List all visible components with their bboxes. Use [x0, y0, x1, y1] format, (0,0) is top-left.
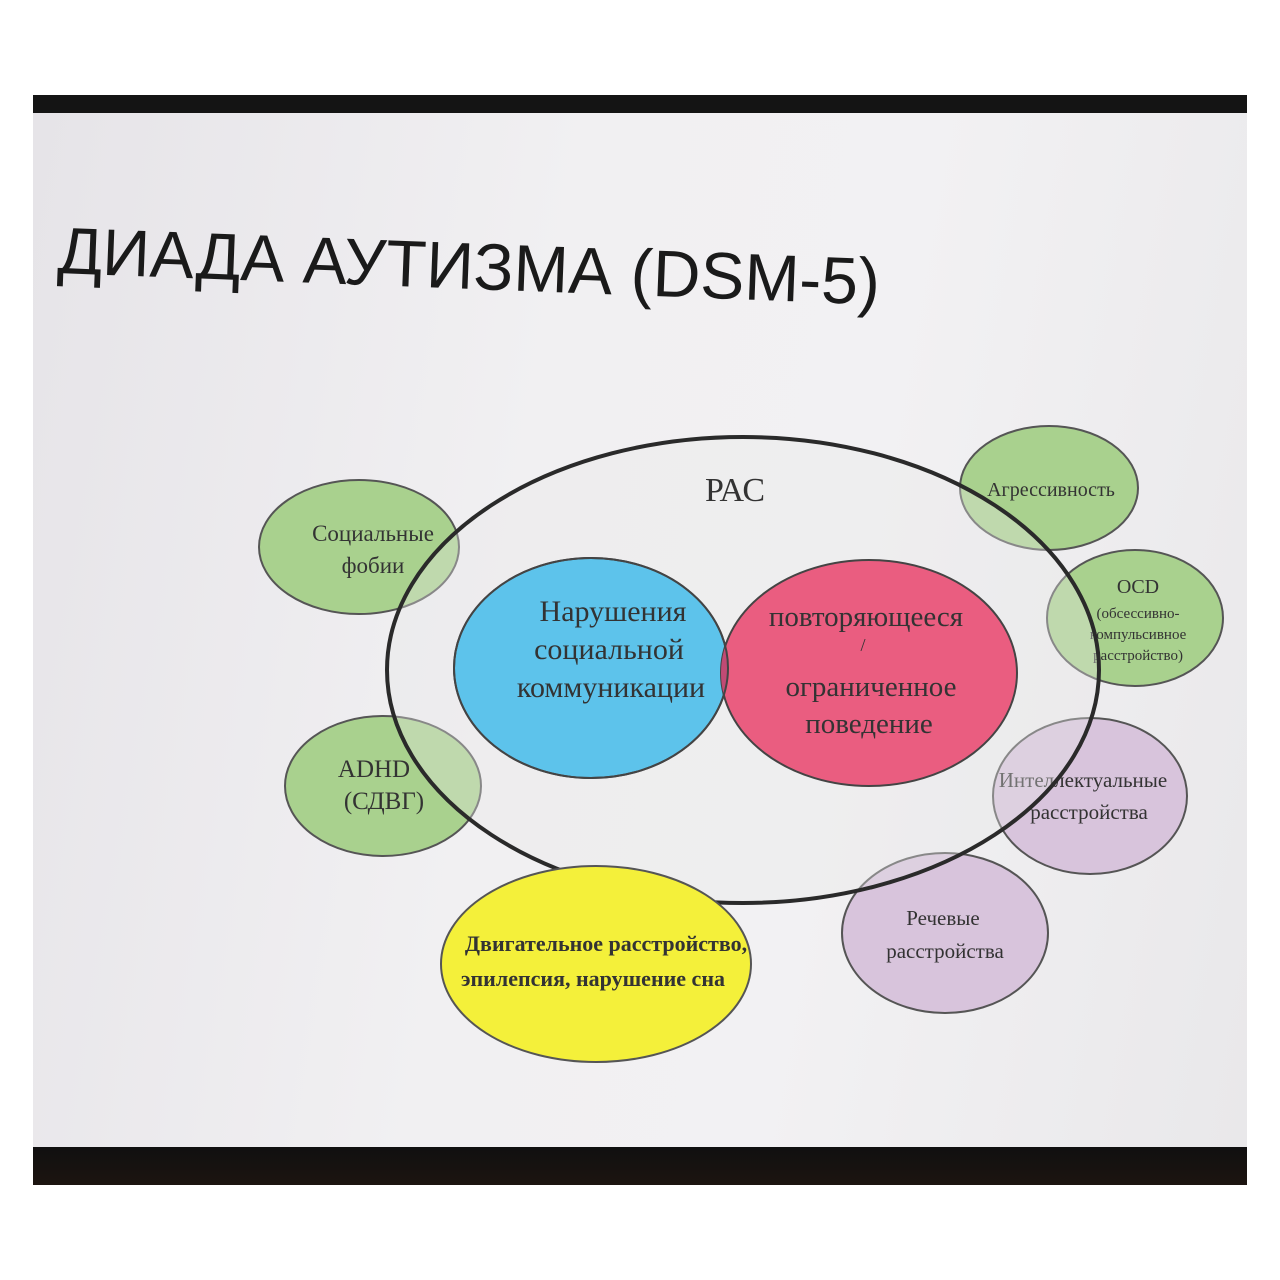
node-label-line: Двигательное расстройство,	[465, 931, 747, 956]
node-social-phobia: Социальные фобии	[258, 479, 460, 615]
node-label-line: Интеллектуальные	[999, 768, 1167, 792]
node-label-line: расстройства	[1030, 800, 1148, 824]
node-motor-epilepsy-sleep: Двигательное расстройство, эпилепсия, на…	[440, 865, 752, 1063]
node-label-line: Социальные	[312, 521, 434, 546]
slide-diagram: ДИАДА АУТИЗМА (DSM-5) Социальные фобии A…	[56, 213, 1224, 1063]
core-right-line: поведение	[805, 708, 933, 740]
core-right-line: /	[860, 635, 865, 655]
projector-bezel-bottom	[33, 1147, 1247, 1185]
ras-label: РАС	[705, 472, 765, 509]
core-social-communication	[453, 557, 729, 779]
photo-frame: ДИАДА АУТИЗМА (DSM-5) Социальные фобии A…	[33, 95, 1247, 1185]
node-label-line: эпилепсия, нарушение сна	[461, 966, 725, 991]
core-left-line: Нарушения	[540, 595, 687, 628]
node-speech: Речевые расстройства	[841, 852, 1049, 1014]
node-ocd: OCD (обсессивно- компульсивное расстройс…	[1046, 549, 1224, 687]
core-right-line: ограниченное	[785, 671, 956, 703]
node-label-line: (обсессивно-	[1097, 606, 1180, 622]
node-label-line: расстройство)	[1093, 648, 1183, 664]
node-adhd: ADHD (СДВГ)	[284, 715, 482, 857]
core-left-line: коммуникации	[517, 671, 705, 704]
projection-screen: ДИАДА АУТИЗМА (DSM-5) Социальные фобии A…	[33, 113, 1247, 1147]
node-label-line: OCD	[1117, 576, 1159, 598]
slide-title: ДИАДА АУТИЗМА (DSM-5)	[56, 213, 881, 319]
node-label-line: расстройства	[886, 939, 1004, 963]
projector-bezel-top	[33, 95, 1247, 113]
node-label-line: Агрессивность	[987, 479, 1115, 501]
node-label-line: компульсивное	[1090, 627, 1187, 643]
node-label-line: ADHD	[338, 756, 410, 783]
node-label-line: Речевые	[906, 906, 979, 930]
core-left-line: социальной	[534, 633, 684, 666]
node-label-line: фобии	[342, 553, 405, 578]
node-label-line: (СДВГ)	[344, 788, 424, 815]
core-right-line: повторяющееся	[769, 601, 963, 633]
node-intellectual: Интеллектуальные расстройства	[992, 717, 1188, 875]
node-aggression: Агрессивность	[959, 425, 1139, 551]
